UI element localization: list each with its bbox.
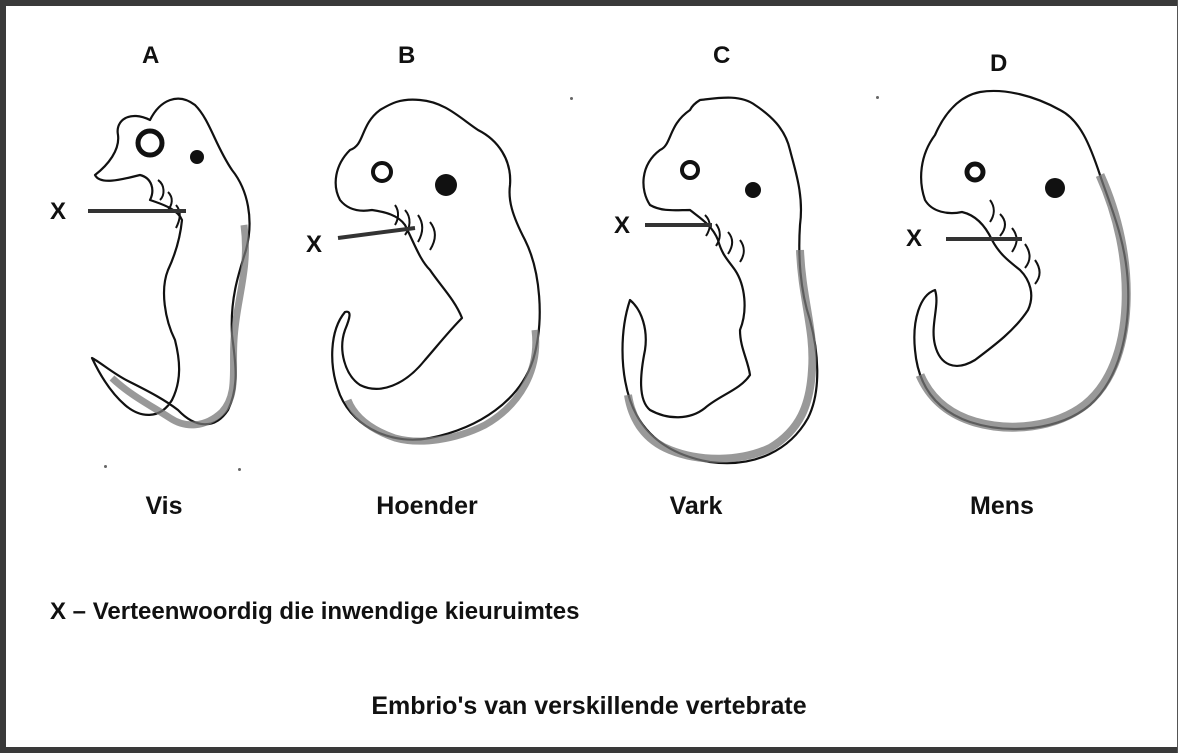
embryo-b-back-shading xyxy=(348,330,536,441)
embryo-b-eye xyxy=(373,163,391,181)
legend-text: X – Verteenwoordig die inwendige kieurui… xyxy=(50,598,579,626)
speck xyxy=(876,96,879,99)
embryo-b-gill-arches xyxy=(395,205,435,250)
embryo-d-eye-dot xyxy=(1045,178,1065,198)
speck xyxy=(570,97,573,100)
embryo-d-body xyxy=(914,91,1128,429)
embryo-a-letter: A xyxy=(142,42,159,70)
embryo-c-x-label: X xyxy=(614,212,630,240)
embryo-a-eye xyxy=(138,131,162,155)
embryo-c-back-shading xyxy=(628,250,812,459)
embryo-c-eye xyxy=(682,162,698,178)
embryo-d-gill-arches xyxy=(990,200,1040,284)
diagram-caption: Embrio's van verskillende vertebrate xyxy=(0,692,1178,721)
embryo-c-pig xyxy=(623,98,818,464)
embryo-b-letter: B xyxy=(398,42,415,70)
embryo-a-name: Vis xyxy=(64,492,264,521)
embryo-c-eye-dot xyxy=(745,182,761,198)
embryo-c-body xyxy=(623,98,818,464)
embryo-c-name: Vark xyxy=(596,492,796,521)
embryo-d-eye xyxy=(967,164,983,180)
embryo-b-x-pointer xyxy=(338,228,415,238)
embryo-c-letter: C xyxy=(713,42,730,70)
embryo-a-body xyxy=(92,99,250,425)
embryo-d-human xyxy=(914,91,1128,429)
speck xyxy=(104,465,107,468)
embryo-d-x-label: X xyxy=(906,225,922,253)
embryo-a-back-shading xyxy=(112,225,245,425)
embryo-d-name: Mens xyxy=(902,492,1102,521)
embryo-b-name: Hoender xyxy=(327,492,527,521)
speck xyxy=(238,468,241,471)
embryo-a-eye-dot xyxy=(190,150,204,164)
embryo-a-fish xyxy=(88,99,250,425)
embryo-b-eye-dot xyxy=(435,174,457,196)
embryo-d-letter: D xyxy=(990,50,1007,78)
embryo-b-body xyxy=(332,100,539,440)
embryo-a-x-label: X xyxy=(50,198,66,226)
embryo-b-chicken xyxy=(332,100,539,442)
embryo-b-x-label: X xyxy=(306,231,322,259)
